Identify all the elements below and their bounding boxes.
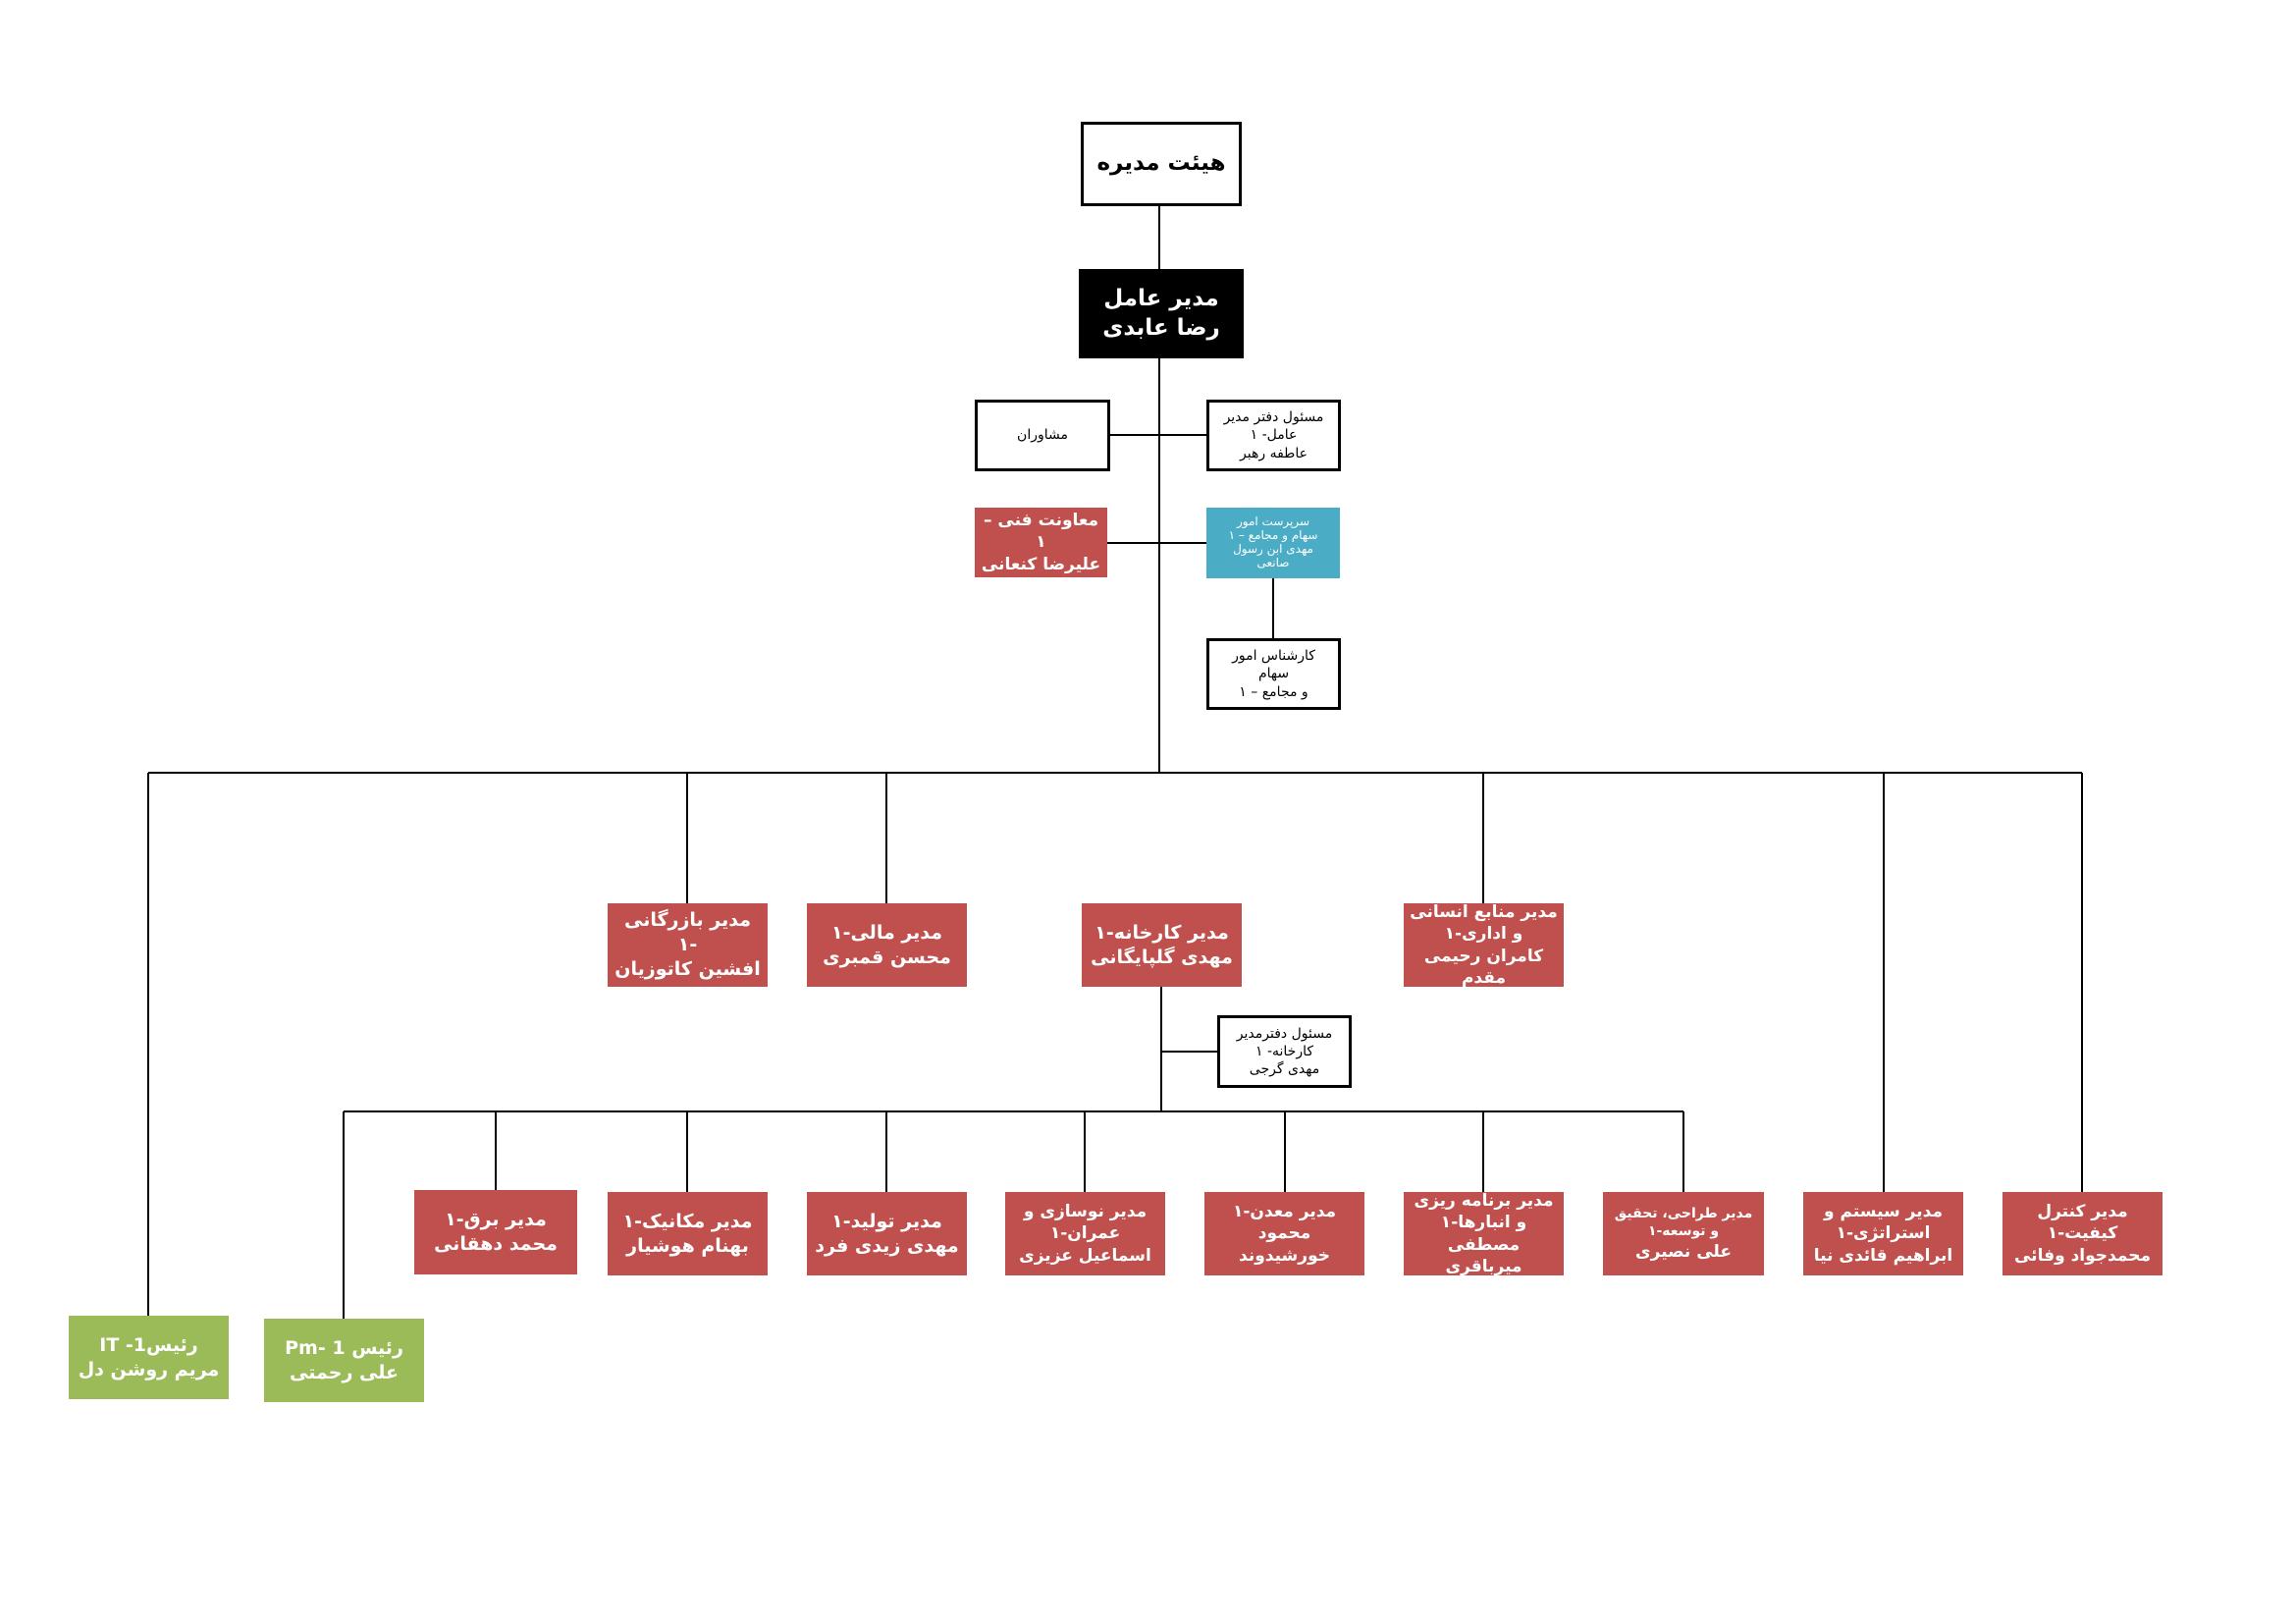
board-title: هیئت مدیره xyxy=(1096,150,1226,177)
factory-manager-title: مدیر کارخانه-۱ xyxy=(1095,921,1229,944)
shares-supervisor-name-1: مهدی ابن رسول xyxy=(1233,542,1313,556)
mine-manager-name-2: خورشیدوند xyxy=(1239,1245,1330,1266)
shares-supervisor-box: سرپرست امور سهام و مجامع – ۱ مهدی ابن رس… xyxy=(1206,508,1340,578)
renovation-manager-name: اسماعیل عزیزی xyxy=(1019,1245,1151,1266)
rnd-manager-title-2: و توسعه-۱ xyxy=(1647,1223,1720,1240)
commerce-manager-title: مدیر بازرگانی -۱ xyxy=(624,909,751,956)
shares-expert-title-1: کارشناس امور سهام xyxy=(1232,648,1315,682)
hr-manager-name: کامران رحیمی مقدم xyxy=(1423,946,1544,988)
advisors-box: مشاوران xyxy=(975,400,1110,471)
renovation-manager-title-1: مدیر نوسازی و xyxy=(1023,1202,1148,1222)
pm-head-title: رئیس Pm- 1 xyxy=(285,1336,403,1359)
ceo-name: رضا عابدی xyxy=(1102,314,1220,341)
ceo-office-title-2: عامل- ۱ xyxy=(1250,427,1298,444)
ceo-box: مدیر عامل رضا عابدی xyxy=(1079,269,1244,358)
production-manager-title: مدیر تولید-۱ xyxy=(831,1210,942,1232)
planning-manager-name: مصطفی میرباقری xyxy=(1445,1234,1522,1276)
factory-office-title-2: کارخانه- ۱ xyxy=(1255,1043,1314,1059)
qc-manager-title-2: کیفیت-۱ xyxy=(2047,1223,2118,1244)
production-manager-name: مهدی زیدی فرد xyxy=(815,1234,959,1257)
mechanical-manager-name: بهنام هوشیار xyxy=(626,1234,749,1257)
ceo-office-title-1: مسئول دفتر مدیر xyxy=(1223,409,1324,426)
finance-manager-box: مدیر مالی-۱ محسن قمبری xyxy=(807,903,967,987)
qc-manager-name: محمدجواد وفائی xyxy=(2013,1245,2152,1266)
pm-head-name: علی رحمتی xyxy=(290,1361,399,1383)
shares-supervisor-title-1: سرپرست امور xyxy=(1236,514,1310,529)
mine-manager-name-1: محمود xyxy=(1257,1223,1311,1244)
board-of-directors-box: هیئت مدیره xyxy=(1081,122,1242,206)
mine-manager-title: مدیر معدن-۱ xyxy=(1232,1202,1337,1222)
rnd-manager-title-1: مدیر طراحی، تحقیق xyxy=(1614,1206,1753,1222)
it-head-title: رئیسIT -1 xyxy=(99,1333,198,1356)
renovation-manager-title-2: عمران-۱ xyxy=(1049,1223,1121,1244)
commerce-manager-name: افشین کاتوزیان xyxy=(614,957,761,980)
electrical-manager-name: محمد دهقانی xyxy=(434,1233,558,1255)
finance-manager-title: مدیر مالی-۱ xyxy=(830,921,943,944)
ceo-office-box: مسئول دفتر مدیر عامل- ۱ عاطفه رهبر xyxy=(1206,400,1341,471)
electrical-manager-title: مدیر برق-۱ xyxy=(445,1209,547,1231)
factory-office-box: مسئول دفترمدیر کارخانه- ۱ مهدی گرجی xyxy=(1217,1015,1352,1088)
advisors-title: مشاوران xyxy=(1017,427,1068,444)
it-head-box: رئیسIT -1 مریم روشن دل xyxy=(69,1316,229,1399)
mechanical-manager-title: مدیر مکانیک-۱ xyxy=(622,1210,753,1232)
rnd-manager-name: علی نصیری xyxy=(1635,1241,1732,1262)
factory-office-name: مهدی گرجی xyxy=(1249,1061,1320,1078)
it-head-name: مریم روشن دل xyxy=(78,1358,220,1380)
systems-manager-title-1: مدیر سیستم و xyxy=(1824,1202,1943,1222)
ceo-office-name: عاطفه رهبر xyxy=(1240,445,1308,461)
shares-expert-box: کارشناس امور سهام و مجامع – ۱ xyxy=(1206,638,1341,710)
renovation-manager-box: مدیر نوسازی و عمران-۱ اسماعیل عزیزی xyxy=(1005,1192,1165,1275)
factory-manager-name: مهدی گلپایگانی xyxy=(1091,946,1233,968)
hr-manager-box: مدیر منابع انسانی و اداری-۱ کامران رحیمی… xyxy=(1404,902,1564,988)
planning-manager-box: مدیر برنامه ریزی و انبارها-۱ مصطفی میربا… xyxy=(1404,1191,1564,1276)
qc-manager-box: مدیر کنترل کیفیت-۱ محمدجواد وفائی xyxy=(2002,1192,2163,1275)
pm-head-box: رئیس Pm- 1 علی رحمتی xyxy=(264,1319,424,1402)
systems-manager-title-2: استراتژی-۱ xyxy=(1836,1223,1931,1244)
mechanical-manager-box: مدیر مکانیک-۱ بهنام هوشیار xyxy=(608,1192,768,1275)
shares-expert-title-2: و مجامع – ۱ xyxy=(1239,683,1308,700)
shares-supervisor-title-2: سهام و مجامع – ۱ xyxy=(1228,528,1318,543)
factory-office-title-1: مسئول دفترمدیر xyxy=(1236,1025,1333,1042)
factory-manager-box: مدیر کارخانه-۱ مهدی گلپایگانی xyxy=(1082,903,1242,987)
shares-supervisor-name-2: صانعی xyxy=(1256,555,1290,569)
commerce-manager-box: مدیر بازرگانی -۱ افشین کاتوزیان xyxy=(608,903,768,987)
rnd-manager-box: مدیر طراحی، تحقیق و توسعه-۱ علی نصیری xyxy=(1603,1192,1764,1275)
electrical-manager-box: مدیر برق-۱ محمد دهقانی xyxy=(414,1190,577,1274)
ceo-title: مدیر عامل xyxy=(1103,285,1219,311)
finance-manager-name: محسن قمبری xyxy=(823,946,951,968)
technical-deputy-title: معاونت فنی – ۱ xyxy=(983,511,1099,553)
systems-manager-name: ابراهیم قائدی نیا xyxy=(1813,1245,1953,1266)
planning-manager-title-2: و انبارها-۱ xyxy=(1440,1213,1527,1233)
technical-deputy-name: علیرضا کنعانی xyxy=(981,554,1101,574)
hr-manager-title-2: و اداری-۱ xyxy=(1444,924,1523,945)
qc-manager-title-1: مدیر کنترل xyxy=(2037,1202,2128,1222)
hr-manager-title-1: مدیر منابع انسانی xyxy=(1410,902,1558,923)
production-manager-box: مدیر تولید-۱ مهدی زیدی فرد xyxy=(807,1192,967,1275)
mine-manager-box: مدیر معدن-۱ محمود خورشیدوند xyxy=(1204,1192,1364,1275)
systems-manager-box: مدیر سیستم و استراتژی-۱ ابراهیم قائدی نی… xyxy=(1803,1192,1963,1275)
planning-manager-title-1: مدیر برنامه ریزی xyxy=(1414,1191,1554,1212)
technical-deputy-box: معاونت فنی – ۱ علیرضا کنعانی xyxy=(975,508,1107,577)
